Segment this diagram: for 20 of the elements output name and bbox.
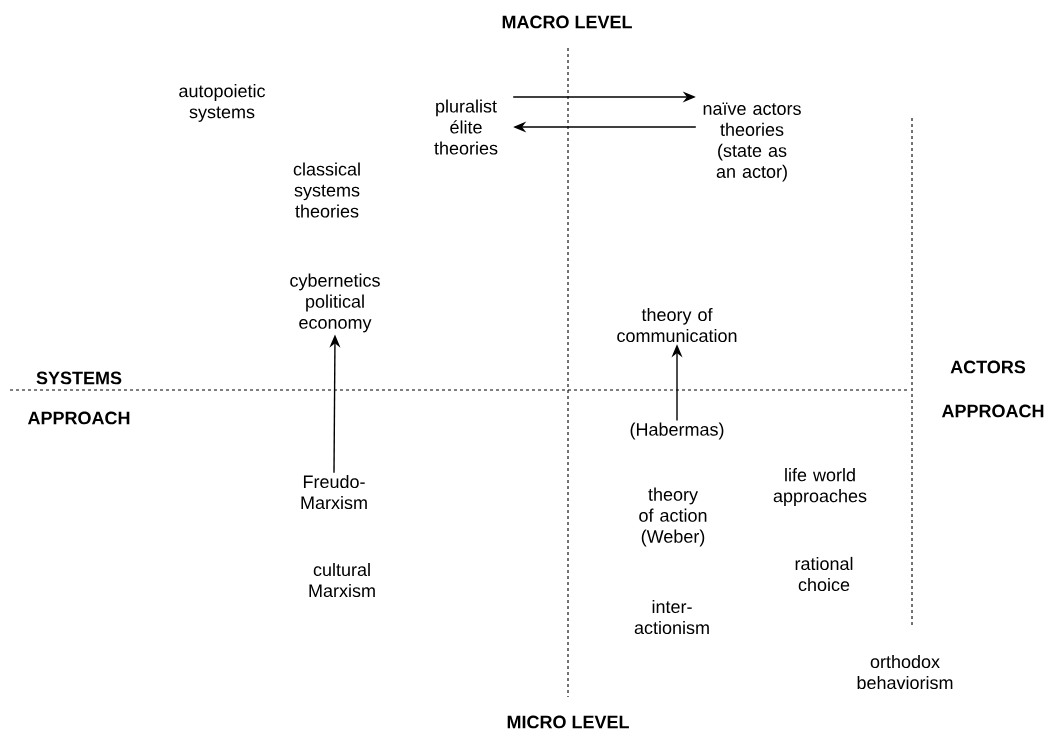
axis-label: APPROACH	[941, 404, 1044, 418]
theory-label: life world approaches	[773, 468, 867, 506]
theory-label: inter- actionism	[634, 599, 709, 635]
axis-label: ACTORS	[950, 360, 1026, 374]
axis-label: SYSTEMS	[36, 371, 122, 385]
axis-label: MICRO LEVEL	[507, 715, 629, 729]
theory-label: rational choice	[795, 556, 853, 592]
theory-label: naïve actors theories (state as an actor)	[703, 102, 801, 182]
theory-label: classical systems theories	[293, 162, 360, 218]
theory-label: cultural Marxism	[309, 562, 375, 598]
axis-label: MACRO LEVEL	[502, 15, 632, 29]
theory-label: pluralist élite theories	[434, 99, 498, 155]
theory-label: theory of action (Weber)	[639, 487, 707, 547]
theory-label: orthodox behaviorism	[857, 654, 953, 690]
theory-label: autopoietic systems	[179, 84, 266, 122]
theory-label: theory of communication	[617, 307, 737, 343]
theory-label: cybernetics political economy	[290, 273, 380, 333]
theory-label: Freudo- Marxism	[301, 474, 367, 510]
axis-label: APPROACH	[27, 411, 130, 425]
theory-label: (Habermas)	[630, 422, 724, 440]
